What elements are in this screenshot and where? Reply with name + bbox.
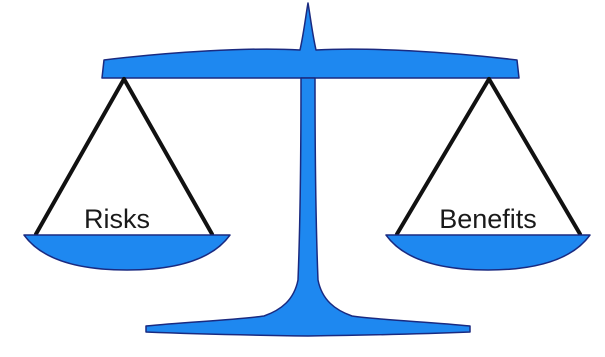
scale-beam [102,3,519,78]
left-pan [24,235,230,270]
risks-label: Risks [84,204,150,234]
right-pan [386,235,590,270]
benefits-label: Benefits [439,204,537,234]
